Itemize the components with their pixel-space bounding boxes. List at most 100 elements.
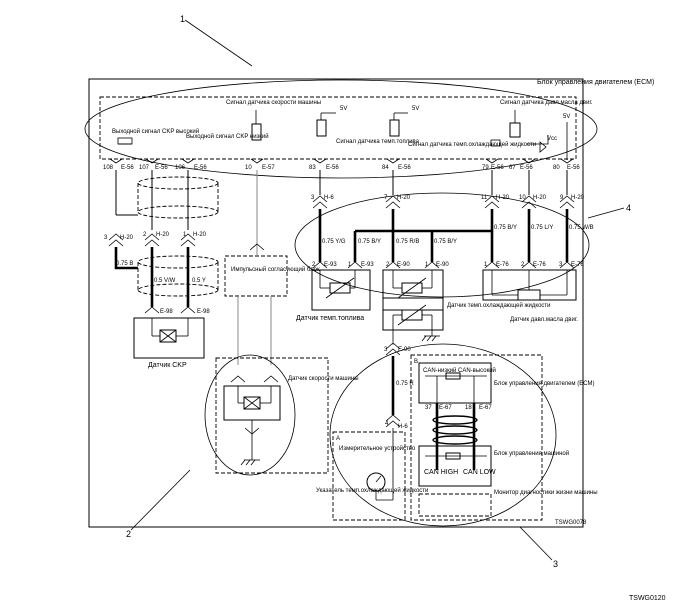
conn-e98-a: E-98 (160, 309, 173, 315)
ckp-shield-cylinder (137, 176, 219, 297)
gauge-box-label: Измерительное устройство (339, 445, 416, 452)
ecm-pin-67-conn: E-56 (520, 165, 533, 171)
fuel-temp-thermistor-icon (319, 270, 356, 299)
callout-2: 2 (126, 529, 131, 539)
wire-075b: 0.75 B (116, 261, 133, 267)
ecm-pin-84: 84 (382, 165, 389, 171)
body-ecu-box (418, 445, 492, 487)
conn-pin-37: 37 (425, 405, 432, 411)
conn-pin-10: 10 (519, 195, 526, 201)
e90-lower-chevron (385, 342, 401, 356)
wire-075wb: 0.75 W/B (569, 225, 594, 231)
ect-thermistor-icon (392, 270, 433, 299)
ecm-can-resistor-icon (425, 372, 487, 403)
diagram-frame (88, 78, 584, 528)
vss-ground-icon (240, 459, 260, 466)
fuel-temp-sensor-box (311, 269, 371, 311)
inner-code: TSWG0078 (555, 520, 587, 526)
wire-075yg: 0.75 Y/G (322, 239, 346, 245)
fuel-temp-label: Датчик темп.топлива (296, 315, 364, 322)
ecm-pin-80-conn: E-56 (567, 165, 580, 171)
ect-label: Датчик темп.охлаждающей жидкости (447, 302, 551, 309)
conn-h20-ckp-c: H-20 (193, 232, 207, 238)
ecm-lbl-vss: Сигнал датчика скорости машины (226, 100, 321, 106)
ecm-pin-107-conn: E-56 (155, 165, 168, 171)
body-ecu-label: Блок управления машиной (494, 450, 569, 457)
conn-h20-ckp-b: H-20 (156, 232, 170, 238)
wire-075by3: 0.75 B/Y (494, 225, 517, 231)
ecm-pin-84-conn: E-56 (398, 165, 411, 171)
callout-4-ellipse (294, 192, 590, 298)
conn-pin-9: 9 (560, 195, 564, 201)
conn-h20-e: H-20 (496, 195, 510, 201)
ecm-pin-79: 79 (482, 165, 489, 171)
conn-pin-1-e90: 1 (425, 262, 429, 268)
can-low-label: CAN LOW (463, 469, 496, 476)
can-high-label: CAN HIGH (424, 469, 458, 476)
conn-e90-a: E-90 (397, 262, 410, 268)
conn-pin-3-e90: 3 (384, 347, 388, 353)
ect-gauge-sensor-box (382, 297, 444, 331)
conn-pin-2-e90: 2 (386, 262, 390, 268)
oil-press-label: Датчик давл.масла двиг. (510, 317, 578, 323)
conn-pin-2-e93: 2 (312, 262, 316, 268)
gauge-box-a: A (336, 436, 340, 442)
ecm-pin-row: 108 E-56 107 E-56 106 E-56 10 E-57 83 E-… (103, 165, 580, 171)
conn-pin-7: 7 (384, 195, 388, 201)
ecm-can-box (418, 362, 492, 404)
ecm-lbl-map: Сигнал датчика давл.масла двиг. (500, 100, 593, 106)
ecm-ckp-ground-icon (117, 137, 133, 145)
conn-h6: H-6 (324, 195, 334, 201)
body-ecu-resistor-icon (425, 452, 487, 460)
conn-e93-b: E-93 (361, 262, 374, 268)
wire-075by: 0.75 B/Y (358, 239, 381, 245)
ecm-pin-67: 67 (509, 165, 516, 171)
gauge-icon (366, 472, 393, 501)
conn-pin-1-ckp: 1 (183, 232, 187, 238)
ecm-iat-pullup-icon (316, 112, 336, 137)
wire-075by2: 0.75 B/Y (434, 239, 457, 245)
conn-e67-a: E-67 (439, 405, 452, 411)
ecm-lbl-5v-a: 5V (340, 106, 347, 112)
ect-ground-icon (421, 335, 440, 342)
conn-h20-f: H-20 (533, 195, 547, 201)
ecm-pin-10: 10 (245, 165, 252, 171)
can-dashed-box (410, 354, 543, 521)
ecm-lbl-iat: Сигнал датчика темп.топлива (336, 139, 420, 145)
ecm-pin-106: 106 (175, 165, 186, 171)
conn-e90-b: E-90 (436, 262, 449, 268)
conn-pin-4: 4 (385, 421, 389, 427)
gauge-label: Указатель темп.охлаждающей жидкости (316, 487, 428, 494)
ect-sensor-box (382, 269, 444, 311)
ecm-pin-chevrons (109, 158, 574, 164)
conn-e98-b: E-98 (197, 309, 210, 315)
ecm-lbl-ckp-high: Выходной сигнал CKP высокий (112, 128, 199, 135)
ecm-lbl-ckp-low: Выходной сигнал CKP низкий (186, 133, 269, 140)
can-lo-top: CAN-низкий (423, 367, 456, 374)
ect-second-thermistor-icon (392, 304, 433, 345)
ecm-pin-83: 83 (309, 165, 316, 171)
ckp-e98-chevrons (144, 306, 196, 314)
ecm-pin-108-conn: E-56 (121, 165, 134, 171)
wire-05y: 0.5 Y (192, 278, 206, 284)
ecm-pin-80: 80 (553, 165, 560, 171)
wire-075rb: 0.75 R/B (396, 239, 419, 245)
ecm-pin-10-conn: E-57 (262, 165, 275, 171)
wire-075r: 0.75 R (396, 381, 414, 387)
ecm-can-label: Блок управления двигателем (ECM) (494, 381, 595, 387)
conn-e93-a: E-93 (324, 262, 337, 268)
ecm-lbl-ect: Сигнал датчика темп.охлаждающей жидкости (408, 141, 536, 148)
conn-e76-a: E-76 (496, 262, 509, 268)
pulse-label: Импульсный согласующий блок (231, 266, 320, 273)
ecm-vss-resistor-icon (251, 123, 262, 141)
ecm-pin-79-conn: E-56 (491, 165, 504, 171)
conn-h6-lower: H-6 (398, 424, 408, 430)
wire-075ly: 0.75 L/Y (531, 225, 553, 231)
can-box-b: B (414, 359, 418, 365)
conn-pin-11: 11 (481, 195, 488, 201)
ckp-sensor-label: Датчик CKP (148, 362, 187, 369)
ckp-h20-chevrons (108, 233, 196, 247)
conn-e67-b: E-67 (479, 405, 492, 411)
monitor-box (418, 493, 492, 517)
ecm-lbl-5v-b: 5V (412, 106, 419, 112)
